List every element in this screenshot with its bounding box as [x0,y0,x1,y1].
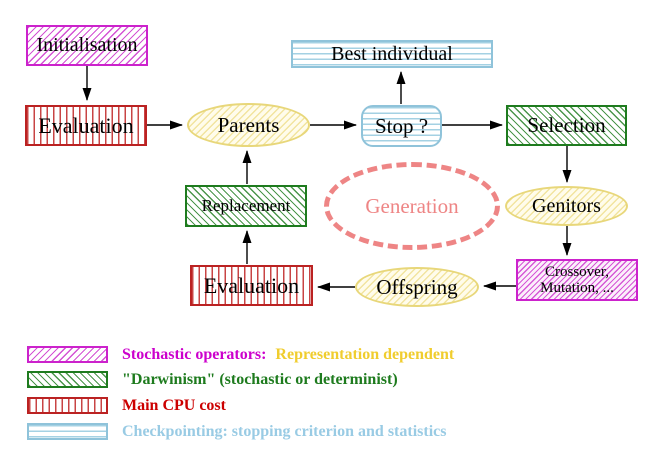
legend-row-stochastic-operators: Stochastic operators: Representation dep… [27,346,454,363]
node-evaluation-top-label: Evaluation [38,112,134,138]
node-initialisation-label: Initialisation [36,34,138,56]
node-offspring-label: Offspring [376,274,458,299]
legend-swatch-cyan-horizontal-stripes [27,423,108,440]
node-genitors-label: Genitors [532,194,601,217]
node-evaluation-bottom: Evaluation [190,265,313,306]
node-crossover-label-line1: Crossover, [545,263,609,280]
legend-row-checkpointing: Checkpointing: stopping criterion and st… [27,423,446,440]
node-crossover-label-line2: Mutation, ... [540,280,614,296]
node-crossover-mutation: Crossover, Mutation, ... [516,259,638,301]
legend-swatch-red-vertical-stripes [27,397,108,414]
legend-label-main-cpu-cost: Main CPU cost [122,396,226,414]
node-best-individual: Best individual [291,40,493,68]
node-generation-label: Generation [365,193,459,218]
node-replacement: Replacement [185,185,307,227]
node-evaluation-top: Evaluation [25,105,147,146]
node-stop-label: Stop ? [374,113,429,138]
node-best-individual-label: Best individual [331,42,453,65]
legend-row-darwinism: "Darwinism" (stochastic or determinist) [27,371,398,388]
node-parents-label: Parents [217,112,280,137]
node-generation-cycle: Generation [324,162,500,250]
node-initialisation: Initialisation [26,25,148,66]
legend-swatch-magenta-diagonal-hatch [27,346,108,363]
legend-label-representation-dependent: Representation dependent [275,345,455,363]
node-offspring: Offspring [355,267,479,307]
node-replacement-label: Replacement [201,196,291,215]
legend-swatch-green-diagonal-hatch [27,371,108,388]
node-selection-label: Selection [527,113,606,137]
legend-row-main-cpu-cost: Main CPU cost [27,397,226,414]
node-evaluation-bottom-label: Evaluation [203,272,300,298]
node-selection: Selection [506,105,627,146]
legend-label-darwinism: "Darwinism" (stochastic or determinist) [122,370,398,388]
node-parents: Parents [187,103,310,147]
legend-label-stochastic-operators: Stochastic operators: [122,345,267,363]
legend-label-checkpointing: Checkpointing: stopping criterion and st… [122,422,447,440]
node-genitors: Genitors [505,186,628,226]
node-stop: Stop ? [361,105,442,147]
